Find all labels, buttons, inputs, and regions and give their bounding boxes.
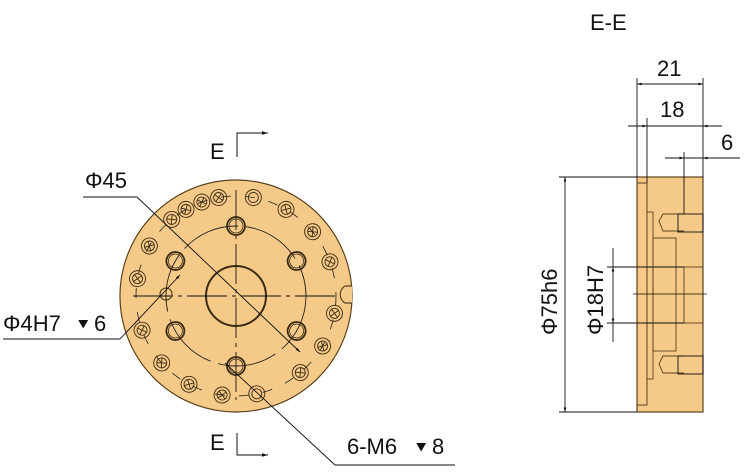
section-marker-top: E [210,131,268,164]
svg-text:E: E [210,139,225,164]
outer-bolt-holes [129,189,343,404]
tapped-holes-m6 [165,216,307,376]
svg-text:Φ4H7: Φ4H7 [3,311,61,336]
dim-tap-offset: 6 [721,130,733,155]
section-dimension-labels: 21 18 6 Φ75h6 Φ18H7 [537,56,733,335]
svg-text:6-M6: 6-M6 [347,434,397,459]
svg-text:6: 6 [94,311,106,336]
svg-text:E: E [210,430,225,455]
section-title: E-E [590,10,627,35]
section-dimensions [559,78,740,413]
section-marker-bottom: E [210,430,268,457]
tapped-holes-label: 6-M6 ⯆ 8 [347,434,444,459]
front-view [119,179,353,413]
dim-bore-diameter: Φ18H7 [583,265,608,335]
dim-overall-width: 21 [657,56,681,81]
depth-symbol: ⯆ [76,315,90,335]
front-annotations: Φ45 Φ4H7 ⯆ 6 6-M6 ⯆ 8 E E [3,131,455,466]
svg-text:8: 8 [432,434,444,459]
inner-diameter-label: Φ45 [85,168,127,193]
locating-notch [339,285,352,304]
dim-outer-diameter: Φ75h6 [537,269,562,336]
pin-hole-label: Φ4H7 ⯆ 6 [3,311,106,336]
depth-symbol: ⯆ [414,438,428,458]
dim-inner-width: 18 [660,97,684,122]
section-view [633,176,707,413]
pin-hole [159,287,173,301]
